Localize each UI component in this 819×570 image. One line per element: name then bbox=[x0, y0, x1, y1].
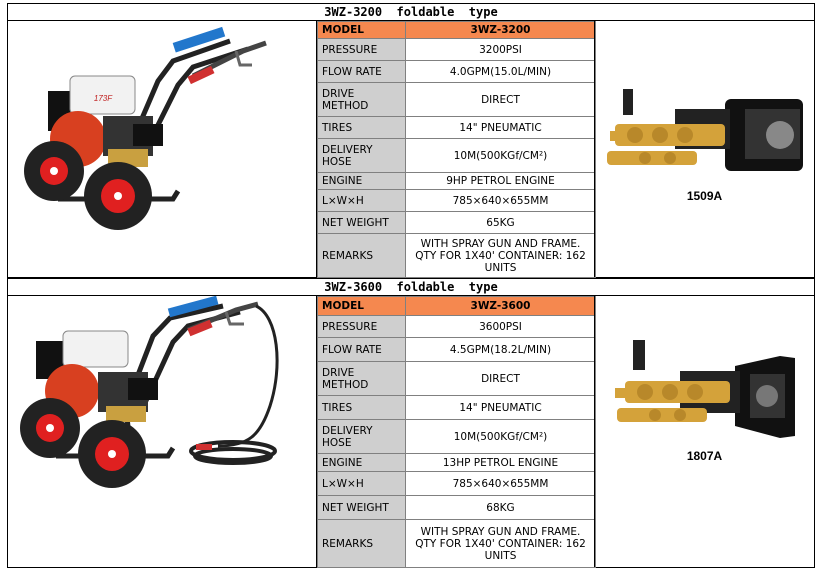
spec-label: ENGINE bbox=[317, 172, 406, 190]
spec-value: 4.5GPM(18.2L/MIN) bbox=[405, 337, 596, 362]
pressure-washer-image: 173F bbox=[24, 26, 267, 230]
spec-value: 68KG bbox=[405, 495, 596, 520]
spec-label: ENGINE bbox=[317, 453, 406, 472]
machine-photo-cell: 173F bbox=[8, 21, 317, 277]
spec-value: 3200PSI bbox=[405, 38, 596, 61]
spec-value: 65KG bbox=[405, 211, 596, 234]
pump-image bbox=[615, 340, 795, 438]
spec-row: NET WEIGHT 65KG bbox=[317, 211, 596, 234]
spec-value: DIRECT bbox=[405, 361, 596, 396]
spec-value: 4.0GPM(15.0L/MIN) bbox=[405, 60, 596, 83]
spec-label: DRIVE METHOD bbox=[317, 361, 406, 396]
pressure-washer-image bbox=[20, 296, 279, 488]
spec-row: ENGINE 9HP PETROL ENGINE bbox=[317, 172, 596, 190]
spec-row: TIRES 14" PNEUMATIC bbox=[317, 395, 596, 420]
spec-row-model: MODEL 3WZ-3600 bbox=[317, 296, 596, 316]
spec-label: MODEL bbox=[317, 296, 406, 316]
machine-photo-cell bbox=[8, 296, 317, 567]
spec-row: DRIVE METHOD DIRECT bbox=[317, 82, 596, 117]
spec-label: DELIVERY HOSE bbox=[317, 419, 406, 454]
product-title: 3WZ-3600 foldable type bbox=[8, 279, 814, 296]
spec-table: MODEL 3WZ-3600 PRESSURE 3600PSI FLOW RAT… bbox=[317, 296, 596, 568]
spec-row: DELIVERY HOSE 10M(500KGf/CM²) bbox=[317, 138, 596, 173]
spec-label: NET WEIGHT bbox=[317, 495, 406, 520]
spec-value: 13HP PETROL ENGINE bbox=[405, 453, 596, 472]
pump-model-label: 1807A bbox=[686, 449, 723, 463]
product-block-3600: 3WZ-3600 foldable type bbox=[7, 278, 815, 568]
spec-value: 3600PSI bbox=[405, 315, 596, 338]
spec-table: MODEL 3WZ-3200 PRESSURE 3200PSI FLOW RAT… bbox=[317, 21, 596, 278]
spec-value: 14" PNEUMATIC bbox=[405, 395, 596, 420]
spec-value: 9HP PETROL ENGINE bbox=[405, 172, 596, 190]
spec-row: L×W×H 785×640×655MM bbox=[317, 471, 596, 496]
product-block-3200: 3WZ-3200 foldable type 173F bbox=[7, 3, 815, 278]
spec-value: 14" PNEUMATIC bbox=[405, 116, 596, 139]
spec-row: L×W×H 785×640×655MM bbox=[317, 189, 596, 212]
spec-value: 785×640×655MM bbox=[405, 189, 596, 212]
spec-label: FLOW RATE bbox=[317, 60, 406, 83]
spec-row-remarks: REMARKS WITH SPRAY GUN AND FRAME. QTY FO… bbox=[317, 233, 596, 278]
pump-model-label: 1509A bbox=[686, 189, 723, 203]
spec-label: L×W×H bbox=[317, 189, 406, 212]
pump-photo-cell: 1509A bbox=[594, 21, 814, 277]
spec-label: TIRES bbox=[317, 116, 406, 139]
spec-label: DRIVE METHOD bbox=[317, 82, 406, 117]
spec-row: ENGINE 13HP PETROL ENGINE bbox=[317, 453, 596, 472]
engine-model-text: 173F bbox=[94, 94, 113, 103]
spec-label: FLOW RATE bbox=[317, 337, 406, 362]
spec-value: 3WZ-3200 bbox=[405, 21, 596, 39]
spec-label: PRESSURE bbox=[317, 315, 406, 338]
spec-label: REMARKS bbox=[317, 233, 406, 278]
spec-label: PRESSURE bbox=[317, 38, 406, 61]
spec-label: REMARKS bbox=[317, 519, 406, 568]
spec-value: 3WZ-3600 bbox=[405, 296, 596, 316]
spec-value: DIRECT bbox=[405, 82, 596, 117]
spec-label: TIRES bbox=[317, 395, 406, 420]
spec-value: 785×640×655MM bbox=[405, 471, 596, 496]
spec-label: DELIVERY HOSE bbox=[317, 138, 406, 173]
spec-label: NET WEIGHT bbox=[317, 211, 406, 234]
spec-row: PRESSURE 3600PSI bbox=[317, 315, 596, 338]
spec-label: MODEL bbox=[317, 21, 406, 39]
spec-row-remarks: REMARKS WITH SPRAY GUN AND FRAME. QTY FO… bbox=[317, 519, 596, 568]
spec-value: 10M(500KGf/CM²) bbox=[405, 419, 596, 454]
spec-row: DELIVERY HOSE 10M(500KGf/CM²) bbox=[317, 419, 596, 454]
spec-row-model: MODEL 3WZ-3200 bbox=[317, 21, 596, 39]
spec-row: PRESSURE 3200PSI bbox=[317, 38, 596, 61]
spec-value: WITH SPRAY GUN AND FRAME. QTY FOR 1X40' … bbox=[405, 519, 596, 568]
spec-row: NET WEIGHT 68KG bbox=[317, 495, 596, 520]
spec-row: DRIVE METHOD DIRECT bbox=[317, 361, 596, 396]
spec-row: FLOW RATE 4.5GPM(18.2L/MIN) bbox=[317, 337, 596, 362]
spec-label: L×W×H bbox=[317, 471, 406, 496]
pump-image bbox=[607, 89, 803, 171]
spec-value: WITH SPRAY GUN AND FRAME. QTY FOR 1X40' … bbox=[405, 233, 596, 278]
product-title: 3WZ-3200 foldable type bbox=[8, 4, 814, 21]
spec-row: FLOW RATE 4.0GPM(15.0L/MIN) bbox=[317, 60, 596, 83]
spec-value: 10M(500KGf/CM²) bbox=[405, 138, 596, 173]
spec-row: TIRES 14" PNEUMATIC bbox=[317, 116, 596, 139]
pump-photo-cell: 1807A bbox=[594, 296, 814, 567]
